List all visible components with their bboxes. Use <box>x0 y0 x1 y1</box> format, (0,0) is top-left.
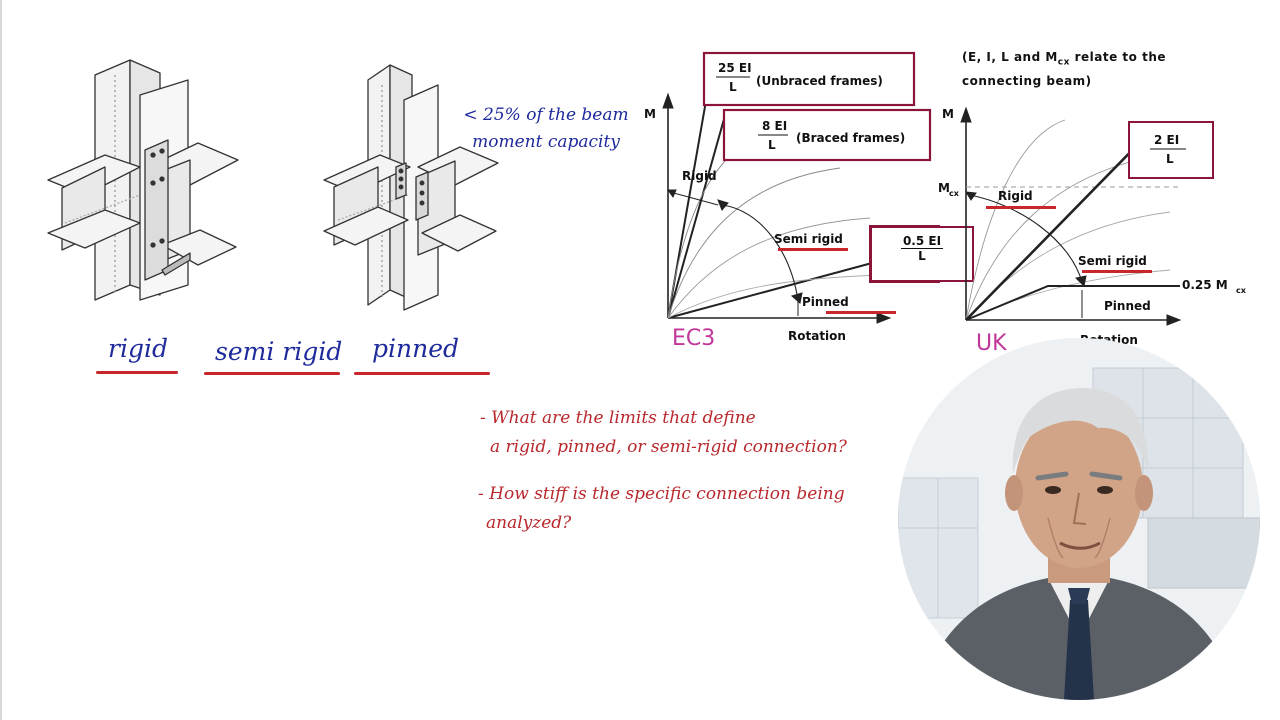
ec3-braced-text: (Braced frames) <box>796 131 905 145</box>
ec3-curve-3 <box>667 217 871 319</box>
underline-semi-rigid <box>204 372 340 375</box>
moment-capacity-note-line-1: < 25% of the beam <box>463 105 629 125</box>
uk-quarter-label: 0.25 M <box>1182 278 1228 292</box>
uk-caption-part-b: relate to the <box>1069 50 1167 64</box>
ec3-y-label: M <box>644 107 656 121</box>
uk-boundary-arc <box>969 194 1083 283</box>
uk-curve-1 <box>965 119 1066 321</box>
rigid-connection-drawing <box>47 59 239 301</box>
question-1-line-1: - What are the limits that define <box>480 408 756 428</box>
underline-rigid <box>96 371 178 374</box>
pinned-connection-drawing <box>323 64 499 311</box>
moment-capacity-note: < 25% of the beam moment capacity <box>462 102 630 156</box>
uk-two-ei-box <box>1128 121 1214 179</box>
question-1-line-2: a rigid, pinned, or semi-rigid connectio… <box>490 437 847 457</box>
ec3-tag: EC3 <box>672 326 715 351</box>
ec3-x-label: Rotation <box>788 329 846 343</box>
uk-two-ei-line <box>965 131 1151 321</box>
question-2: - How stiff is the specific connection b… <box>478 480 845 538</box>
connection-illustrations <box>47 59 499 311</box>
ec3-curve-2 <box>667 167 841 319</box>
ec3-unbraced-den: L <box>729 80 737 94</box>
uk-quarter-sub: cx <box>1236 286 1247 295</box>
ec3-semi-underline <box>778 248 848 251</box>
uk-caption: (E, I, L and Mcx relate to the connectin… <box>962 48 1212 91</box>
ec3-rigid-label: Rigid <box>682 169 717 183</box>
label-pinned: pinned <box>372 334 459 363</box>
question-2-line-1: - How stiff is the specific connection b… <box>478 484 845 504</box>
underline-pinned <box>354 372 490 375</box>
left-edge-divider <box>0 0 2 720</box>
label-semi-rigid: semi rigid <box>215 337 343 366</box>
ec3-x-arrow <box>876 312 892 324</box>
uk-semi-label: Semi rigid <box>1078 254 1147 268</box>
moment-capacity-note-line-2: moment capacity <box>472 132 620 152</box>
ec3-half-ei-line <box>667 262 873 319</box>
question-1: - What are the limits that define a rigi… <box>480 404 847 462</box>
uk-rigid-underline <box>986 206 1056 209</box>
label-rigid: rigid <box>108 334 168 363</box>
ec3-half-box-frame <box>870 226 974 282</box>
uk-caption-line-1: (E, I, L and Mcx relate to the <box>962 48 1212 72</box>
uk-tag: UK <box>976 331 1007 356</box>
ec3-unbraced-num: 25 EI <box>718 61 752 75</box>
ec3-half-num: 0.5 EI <box>900 234 944 249</box>
ec3-braced-den: L <box>768 138 776 152</box>
uk-caption-part-a: (E, I, L and M <box>962 50 1058 64</box>
uk-two-ei-den: L <box>1166 152 1174 166</box>
ec3-boundary-arc <box>721 204 799 301</box>
uk-rigid-label: Rigid <box>998 189 1033 203</box>
ec3-curve-4 <box>667 274 881 319</box>
ec3-pinned-label: Pinned <box>802 295 849 309</box>
uk-x-arrow <box>1166 314 1182 326</box>
presenter-portrait <box>898 338 1260 700</box>
uk-pinned-label: Pinned <box>1104 299 1151 313</box>
ec3-pinned-underline <box>826 311 896 314</box>
uk-curve-2 <box>965 154 1161 321</box>
ec3-braced-line <box>667 111 727 319</box>
ec3-unbraced-text: (Unbraced frames) <box>756 74 883 88</box>
uk-mcx-sub: cx <box>949 189 960 198</box>
uk-caption-line-2: connecting beam) <box>962 74 1092 89</box>
ec3-classification-chart: M Rotation Rigid Semi rigid Pinned EC3 2… <box>644 51 940 351</box>
ec3-half-box-text: 0.5 EI L <box>882 234 962 263</box>
ec3-semi-label: Semi rigid <box>774 232 843 246</box>
ec3-unbraced-box <box>702 51 916 107</box>
ec3-y-arrow <box>662 92 674 109</box>
uk-caption-sub: cx <box>1057 57 1070 68</box>
uk-y-label: M <box>942 107 954 121</box>
ec3-braced-num: 8 EI <box>762 119 787 133</box>
presenter-illustration <box>898 338 1260 700</box>
question-2-line-2: analyzed? <box>486 513 572 533</box>
ec3-half-den: L <box>918 249 926 263</box>
uk-two-ei-num: 2 EI <box>1154 133 1179 147</box>
uk-semi-underline <box>1082 270 1152 273</box>
uk-y-arrow <box>960 106 972 123</box>
uk-mcx-label: M <box>938 181 950 195</box>
uk-quarter-line <box>965 285 1180 321</box>
uk-classification-chart: M M cx Rotation Rigid Semi rigid Pinned … <box>938 106 1247 356</box>
